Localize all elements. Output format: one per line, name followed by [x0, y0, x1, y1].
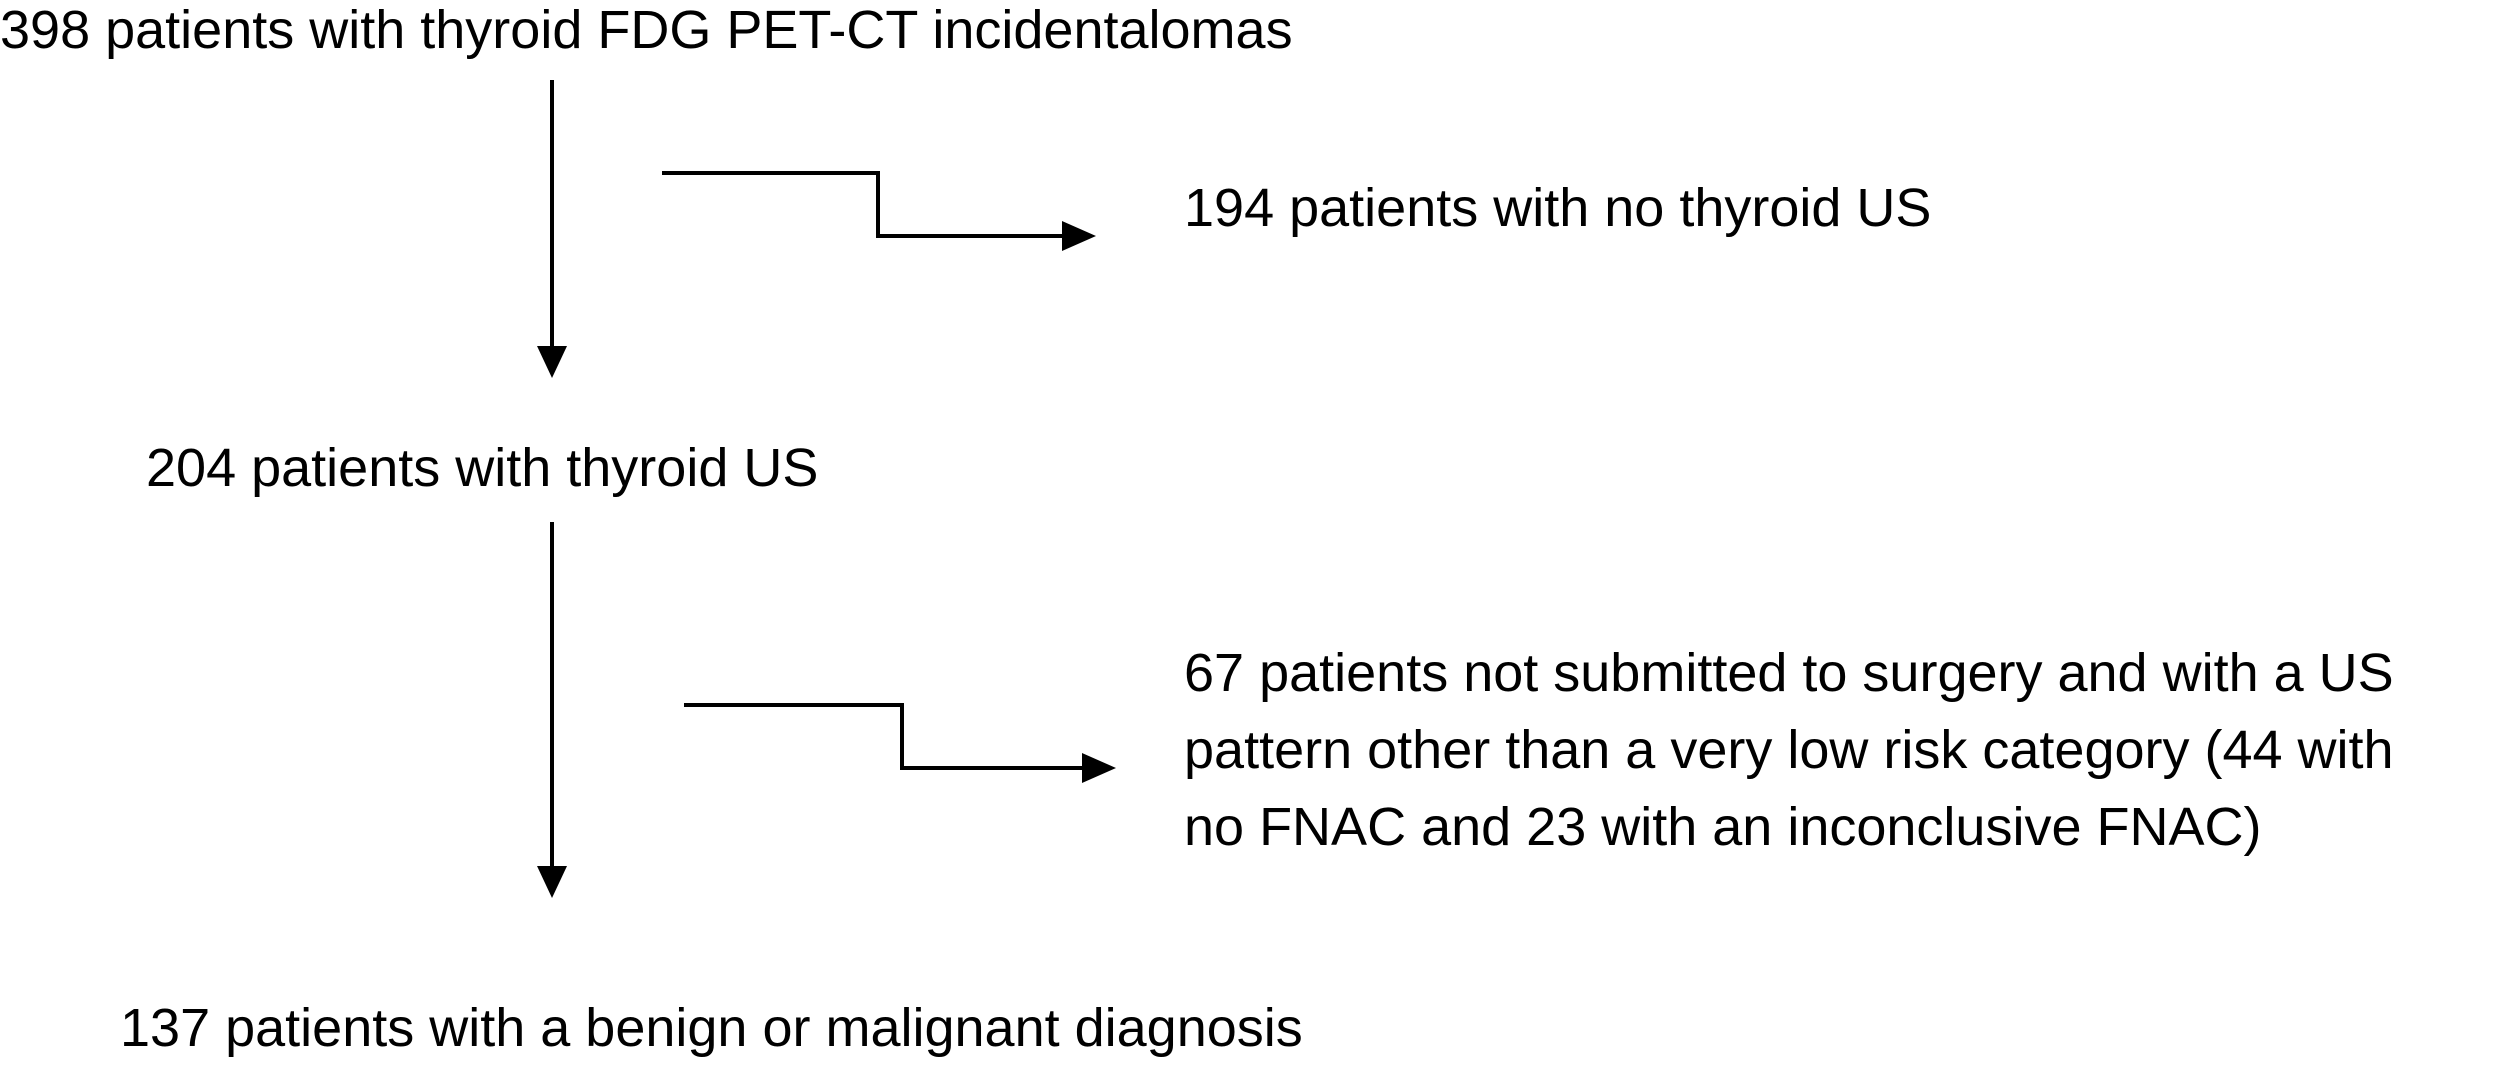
- box-final: 137 patients with a benign or malignant …: [120, 998, 1303, 1058]
- arrow-start-to-with-us: [537, 80, 567, 378]
- arrow-with-us-to-final: [537, 522, 567, 898]
- box-excluded-no-surgery-line-2: pattern other than a very low risk categ…: [1184, 720, 2394, 780]
- box-with-us: 204 patients with thyroid US: [146, 438, 819, 498]
- arrow-to-excluded-no-us: [662, 171, 1096, 251]
- box-excluded-no-surgery-line-1: 67 patients not submitted to surgery and…: [1184, 643, 2394, 703]
- arrow-to-excluded-no-surgery: [684, 703, 1116, 783]
- box-excluded-no-surgery-line-3: no FNAC and 23 with an inconclusive FNAC…: [1184, 797, 2262, 857]
- box-excluded-no-surgery: 67 patients not submitted to surgery and…: [1184, 635, 2511, 866]
- box-start: 398 patients with thyroid FDG PET-CT inc…: [0, 0, 1293, 60]
- box-excluded-no-us: 194 patients with no thyroid US: [1184, 178, 1932, 238]
